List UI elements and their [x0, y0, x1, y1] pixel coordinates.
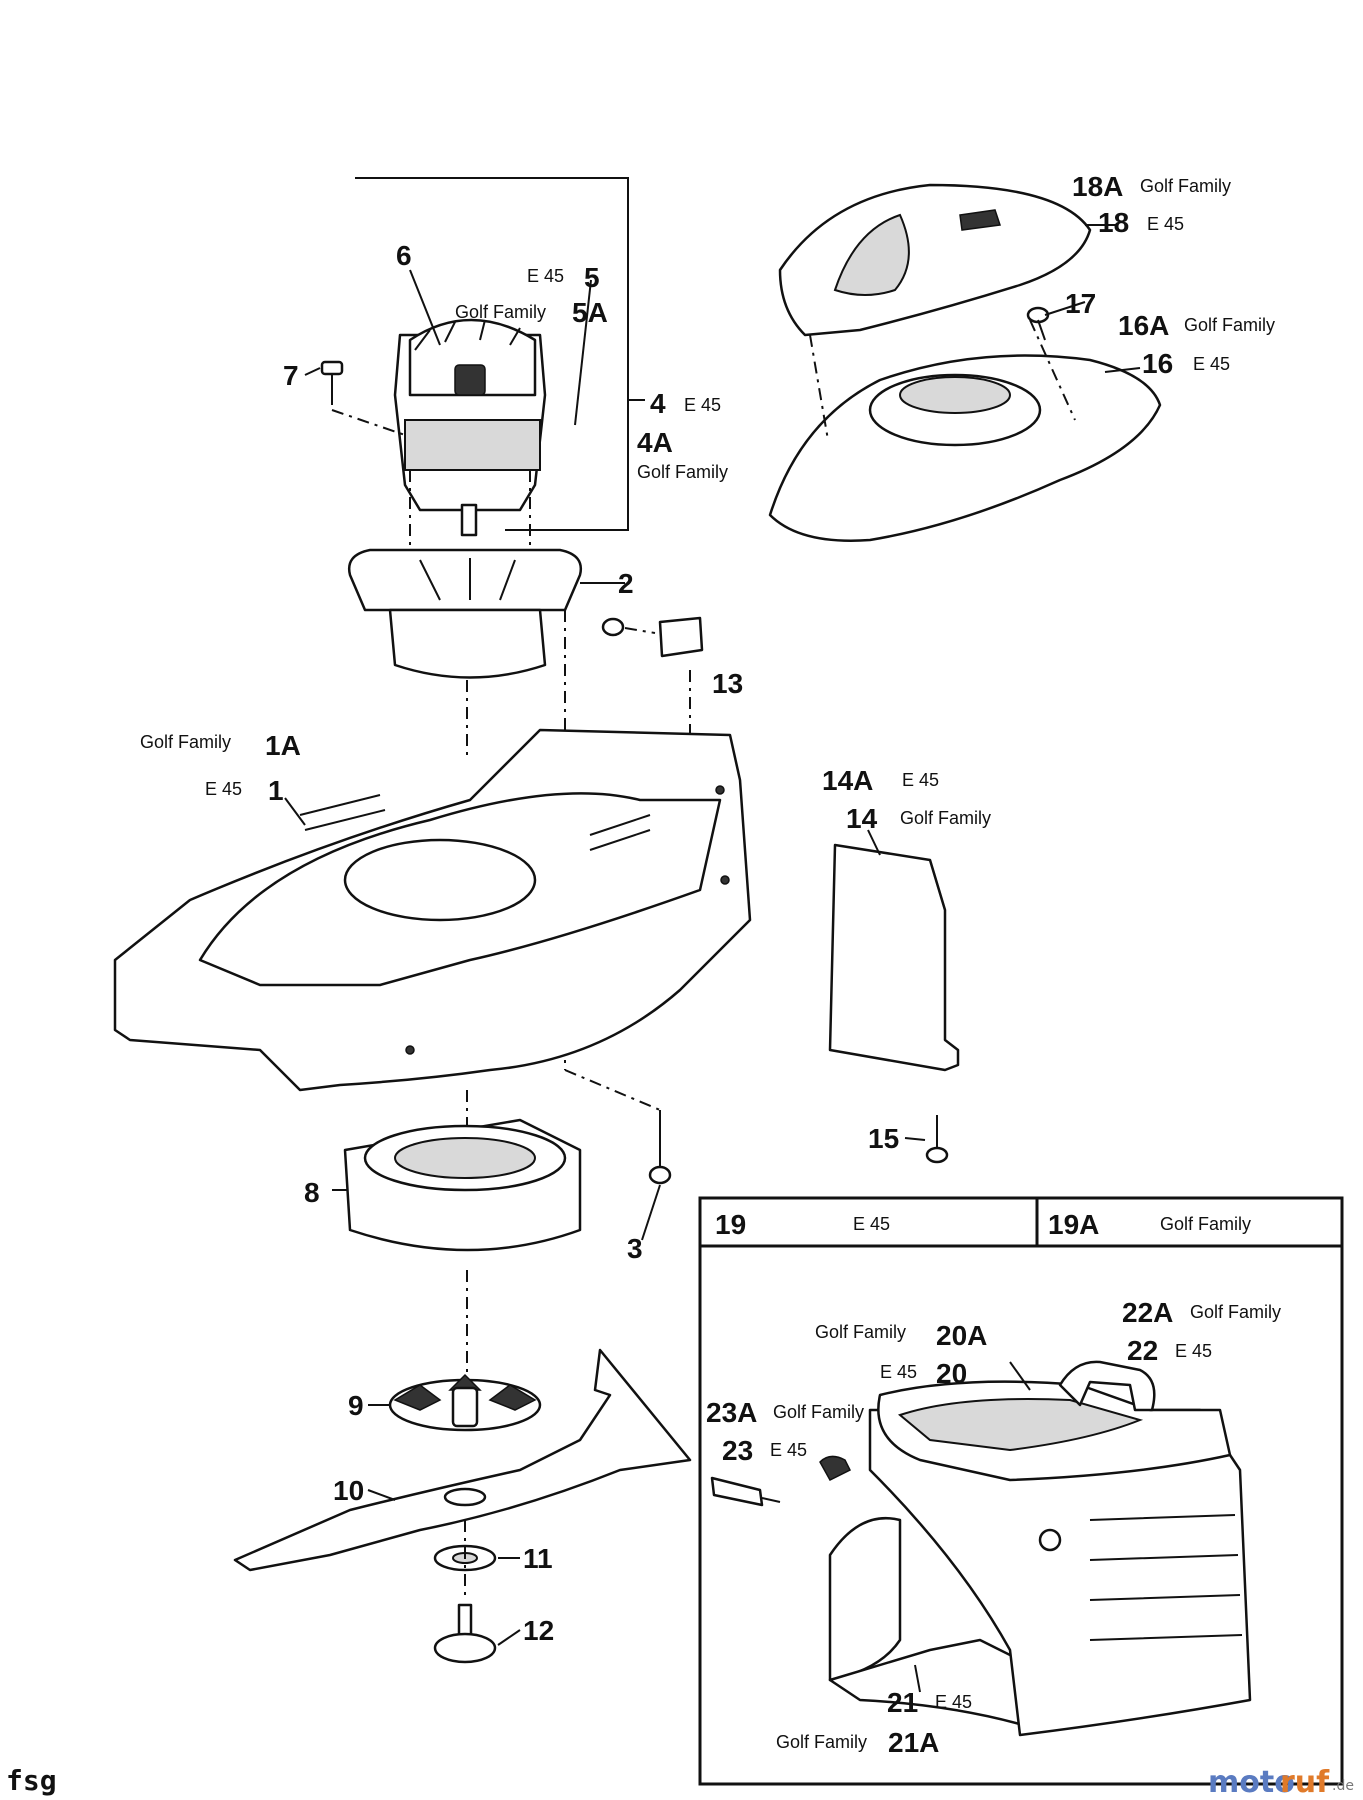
tag-22A: Golf Family: [1190, 1302, 1281, 1322]
label-9: 9: [348, 1390, 364, 1421]
screw-15: [925, 1115, 949, 1164]
base-16-part: [768, 319, 1162, 542]
inset-tag-19: E 45: [853, 1214, 890, 1234]
tag-14A: E 45: [902, 770, 939, 790]
label-16A: 16A: [1118, 310, 1169, 341]
label-23: 23: [722, 1435, 753, 1466]
fan-part: [388, 1373, 542, 1432]
label-10: 10: [333, 1475, 364, 1506]
tag-20: E 45: [880, 1362, 917, 1382]
tag-21A: Golf Family: [776, 1732, 867, 1752]
tag-22: E 45: [1175, 1341, 1212, 1361]
label-2: 2: [618, 568, 634, 599]
screw-3: [564, 1069, 672, 1185]
label-23A: 23A: [706, 1397, 757, 1428]
label-5A: 5A: [572, 297, 608, 328]
inset-tag-19A: Golf Family: [1160, 1214, 1251, 1234]
label-22: 22: [1127, 1335, 1158, 1366]
signature-text: fsg: [6, 1764, 57, 1797]
tag-4A: Golf Family: [637, 462, 728, 482]
tag-5: E 45: [527, 266, 564, 286]
label-5: 5: [584, 262, 600, 293]
tag-21: E 45: [935, 1692, 972, 1712]
label-18: 18: [1098, 207, 1129, 238]
label-21: 21: [887, 1687, 918, 1718]
label-8: 8: [304, 1177, 320, 1208]
label-13: 13: [712, 668, 743, 699]
screw-17: [1026, 306, 1050, 341]
tag-16A: Golf Family: [1184, 315, 1275, 335]
tag-16: E 45: [1193, 354, 1230, 374]
tag-18: E 45: [1147, 214, 1184, 234]
cover-part: [778, 183, 1092, 337]
flap-part: [828, 843, 960, 1072]
label-14: 14: [846, 803, 878, 834]
blade-part: [233, 1348, 692, 1572]
label-15: 15: [868, 1123, 899, 1154]
watermark-part-b: ruf: [1280, 1765, 1330, 1800]
watermark-part-c: .de: [1332, 1778, 1354, 1794]
label-1A: 1A: [265, 730, 301, 761]
watermark-part-a: moto: [1208, 1765, 1295, 1800]
tag-18A: Golf Family: [1140, 176, 1231, 196]
label-6: 6: [396, 240, 412, 271]
label-11: 11: [523, 1543, 553, 1574]
grass-catcher-inset: 19 E 45 19A Golf Family 22A Golf Family …: [698, 1196, 1344, 1786]
label-1: 1: [268, 775, 284, 806]
label-16: 16: [1142, 348, 1173, 379]
inset-header-19: 19: [715, 1209, 746, 1240]
label-3: 3: [627, 1233, 643, 1264]
label-17: 17: [1065, 288, 1096, 319]
label-12: 12: [523, 1615, 554, 1646]
label-22A: 22A: [1122, 1297, 1173, 1328]
tag-14: Golf Family: [900, 808, 991, 828]
label-4: 4: [650, 388, 666, 419]
inset-header-19A: 19A: [1048, 1209, 1099, 1240]
tag-23: E 45: [770, 1440, 807, 1460]
part-labels: 18A Golf Family 18 E 45 17 16A Golf Fami…: [140, 171, 1275, 1646]
label-18A: 18A: [1072, 171, 1123, 202]
tag-1: E 45: [205, 779, 242, 799]
label-20: 20: [936, 1358, 967, 1389]
tag-4: E 45: [684, 395, 721, 415]
baffle-ring-part: [343, 1118, 582, 1380]
motor-group-bracket: [355, 177, 645, 531]
label-4A: 4A: [637, 427, 673, 458]
label-21A: 21A: [888, 1727, 939, 1758]
deck-part: [113, 728, 752, 1140]
label-14A: 14A: [822, 765, 873, 796]
motor-housing-part: [347, 548, 583, 1070]
clip-13: [601, 616, 704, 790]
label-20A: 20A: [936, 1320, 987, 1351]
tag-5A: Golf Family: [455, 302, 546, 322]
watermark-logo: moto ruf .de: [1208, 1765, 1354, 1800]
label-7: 7: [283, 360, 299, 391]
motor-part: [393, 318, 547, 575]
leader-lines: [284, 224, 1141, 1646]
tag-23A: Golf Family: [773, 1402, 864, 1422]
tag-20A: Golf Family: [815, 1322, 906, 1342]
screw-7: [320, 360, 406, 436]
washer-bolt-part: [433, 1520, 497, 1664]
tag-1A: Golf Family: [140, 732, 231, 752]
